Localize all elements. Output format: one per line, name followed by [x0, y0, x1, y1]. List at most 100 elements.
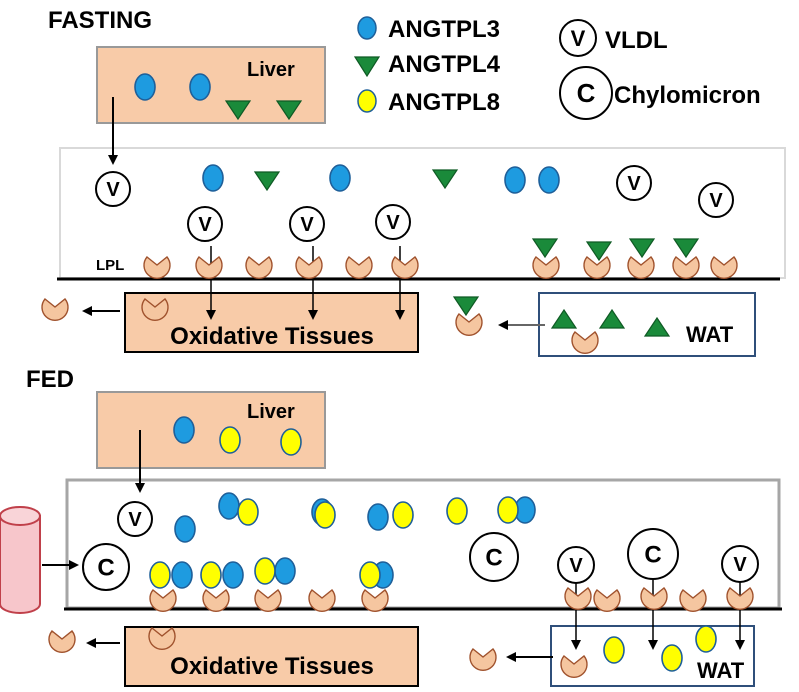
- angptl3-icon: [329, 164, 351, 192]
- angptl4-icon: [224, 100, 252, 121]
- angptl3-icon: [504, 166, 526, 194]
- lpl-icon: [640, 587, 668, 611]
- lpl-icon: [202, 589, 230, 613]
- angptl8-icon: [200, 561, 222, 589]
- particle-symbol: V: [627, 173, 641, 195]
- particle-symbol: V: [733, 554, 747, 576]
- particle-symbol: V: [386, 212, 400, 234]
- lpl-icon: [583, 256, 611, 280]
- lpl-icon: [710, 256, 738, 280]
- vldl-particle-icon: [557, 546, 595, 584]
- chylomicron-particle-icon: [627, 528, 679, 580]
- lpl-icon: [245, 256, 273, 280]
- angptl8-icon: [280, 428, 302, 456]
- lpl-icon: [308, 589, 336, 613]
- angptl4-icon: [672, 238, 700, 259]
- lpl-icon: [627, 256, 655, 280]
- vldl-particle-icon: [698, 182, 734, 218]
- particle-symbol: V: [709, 190, 723, 212]
- legend-angptl8-label: ANGTPL8: [388, 89, 500, 116]
- fasting-blood-vessel: [59, 147, 786, 279]
- angptl8-icon: [237, 498, 259, 526]
- particle-symbol: V: [198, 214, 212, 236]
- particle-symbol: V: [300, 214, 314, 236]
- vldl-particle-icon: [117, 501, 153, 537]
- angptl3-icon: [171, 561, 193, 589]
- particle-symbol: C: [485, 544, 502, 571]
- legend-chylo-label: Chylomicron: [614, 82, 761, 109]
- vldl-particle-icon: [187, 206, 223, 242]
- angptl3-icon: [538, 166, 560, 194]
- legend-chylo-symbol: C: [577, 78, 596, 108]
- particle-symbol: C: [644, 541, 661, 568]
- angptl8-icon: [497, 496, 519, 524]
- angptl3-icon: [218, 492, 240, 520]
- angptl3-icon: [367, 503, 389, 531]
- fed-liver-label: Liver: [247, 401, 295, 423]
- particle-symbol: C: [97, 554, 114, 581]
- fasting-oxidative-label: Oxidative Tissues: [170, 323, 374, 350]
- angptl4-icon: [531, 238, 559, 259]
- lpl-icon: [672, 256, 700, 280]
- chylomicron-particle-icon: [469, 532, 519, 582]
- angptl4-icon: [452, 296, 480, 317]
- lpl-icon: [148, 627, 176, 651]
- particle-symbol: V: [106, 179, 120, 201]
- lpl-icon: [141, 298, 169, 322]
- vldl-particle-icon: [289, 206, 325, 242]
- angptl8-icon: [446, 497, 468, 525]
- legend-angptl3-icon: [357, 16, 377, 40]
- legend-angptl3-label: ANGTPL3: [388, 16, 500, 43]
- angptl4-icon: [643, 316, 671, 337]
- angptl4-icon: [585, 241, 613, 262]
- legend-vldl-label: VLDL: [605, 27, 668, 54]
- angptl3-icon: [174, 515, 196, 543]
- angptl4-icon: [598, 308, 626, 329]
- lpl-icon: [560, 655, 588, 679]
- angptl3-icon: [134, 73, 156, 101]
- angptl4-icon: [275, 100, 303, 121]
- legend-angptl4-icon: [353, 56, 381, 78]
- angptl8-icon: [359, 561, 381, 589]
- legend-vldl-icon: [559, 19, 597, 57]
- fed-wat-label: WAT: [697, 658, 745, 683]
- vldl-particle-icon: [375, 204, 411, 240]
- lpl-icon: [361, 589, 389, 613]
- angptl8-icon: [603, 636, 625, 664]
- angptl4-icon: [253, 171, 281, 192]
- lpl-icon: [345, 256, 373, 280]
- angptl3-icon: [173, 416, 195, 444]
- angptl8-icon: [219, 426, 241, 454]
- angptl8-icon: [695, 625, 717, 653]
- fasting-lpl-label: LPL: [96, 257, 124, 274]
- lpl-icon: [532, 256, 560, 280]
- vldl-particle-icon: [95, 171, 131, 207]
- lpl-icon: [295, 256, 323, 280]
- lpl-icon: [48, 630, 76, 654]
- fasting-panel: Liver LPL Oxidative Tissues WAT: [57, 46, 786, 357]
- lpl-icon: [571, 331, 599, 355]
- diagram-marks: V V V V V V V C C V C V: [41, 73, 759, 679]
- lpl-icon: [726, 587, 754, 611]
- lpl-icon: [143, 256, 171, 280]
- lpl-icon: [254, 589, 282, 613]
- vldl-particle-icon: [616, 165, 652, 201]
- lpl-icon: [469, 648, 497, 672]
- lpl-icon: [41, 298, 69, 322]
- particle-symbol: V: [569, 555, 583, 577]
- angptl4-icon: [628, 238, 656, 259]
- lpl-icon: [391, 256, 419, 280]
- lpl-icon: [149, 589, 177, 613]
- intestine-tube-icon: [0, 506, 41, 614]
- fasting-title: FASTING: [48, 7, 152, 34]
- lpl-icon: [195, 256, 223, 280]
- angptl3-icon: [222, 561, 244, 589]
- legend-vldl-symbol: V: [571, 26, 586, 51]
- particle-symbol: V: [128, 509, 142, 531]
- angptl3-icon: [274, 557, 296, 585]
- angptl8-icon: [254, 557, 276, 585]
- angptl8-icon: [661, 644, 683, 672]
- lpl-icon: [564, 587, 592, 611]
- lpl-icon: [679, 589, 707, 613]
- angptl8-icon: [392, 501, 414, 529]
